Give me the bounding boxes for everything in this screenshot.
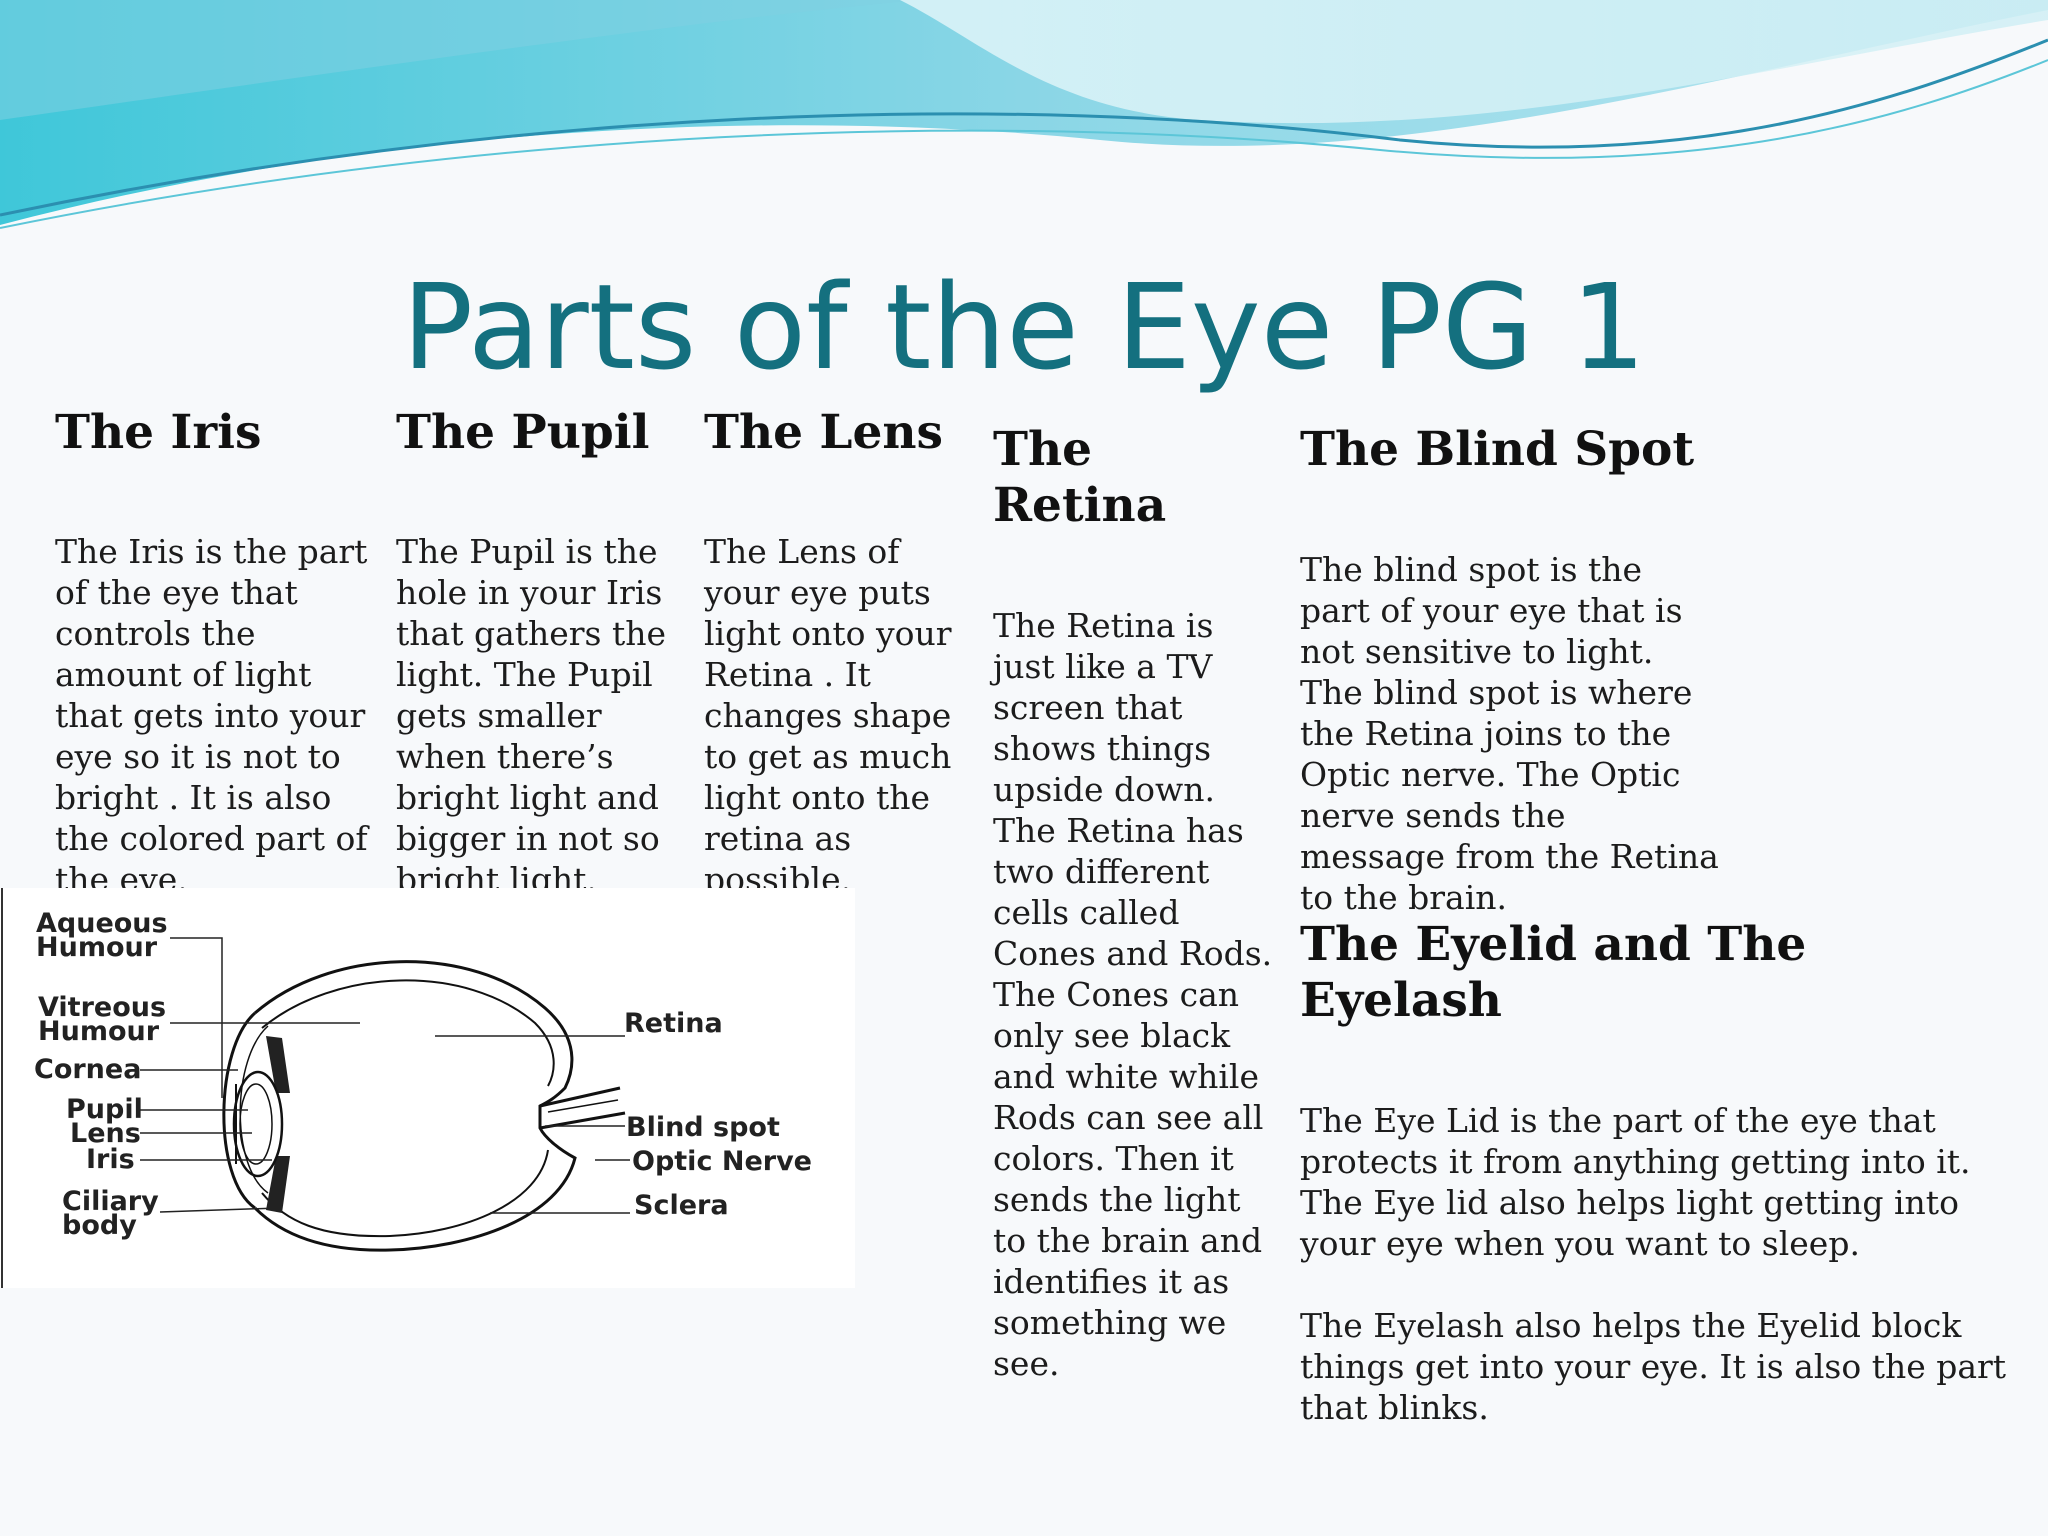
label-iris: Iris xyxy=(86,1144,135,1175)
label-optic-nerve: Optic Nerve xyxy=(632,1146,812,1177)
section-text-eyelid: The Eye Lid is the part of the eye that … xyxy=(1300,1101,1971,1263)
section-text-pupil: The Pupil is the hole in your Iris that … xyxy=(396,532,667,899)
eye-diagram-drawing xyxy=(1,888,630,1288)
label-blind-spot: Blind spot xyxy=(626,1112,780,1143)
label-pupil: Pupil xyxy=(66,1094,143,1125)
label-retina: Retina xyxy=(624,1008,723,1039)
label-sclera: Sclera xyxy=(634,1190,729,1221)
label-aqueous-humour: Aqueous Humour xyxy=(36,908,168,963)
section-heading-blind-spot: The Blind Spot xyxy=(1300,422,1695,477)
label-ciliary-body: Ciliary body xyxy=(62,1186,159,1241)
section-heading-lens: The Lens xyxy=(704,405,943,460)
label-cornea: Cornea xyxy=(34,1054,142,1085)
section-heading-eyelid: The Eyelid and The Eyelash xyxy=(1300,917,1807,1028)
section-text-retina: The Retina is just like a TV screen that… xyxy=(993,606,1273,1383)
header-wave-decoration xyxy=(0,0,2048,229)
section-lens: The Lens The Lens of your eye puts light… xyxy=(704,405,976,900)
section-blind-spot: The Blind Spot The blind spot is the par… xyxy=(1300,422,1720,918)
section-pupil: The Pupil The Pupil is the hole in your … xyxy=(396,405,674,900)
section-heading-retina: The Retina xyxy=(993,422,1167,533)
section-eyelid: The Eyelid and The Eyelash The Eye Lid i… xyxy=(1300,917,2020,1428)
label-vitreous-humour: Vitreous Humour xyxy=(38,992,167,1047)
section-text-blind-spot: The blind spot is the part of your eye t… xyxy=(1300,550,1719,917)
section-text-eyelash: The Eyelash also helps the Eyelid block … xyxy=(1300,1306,2007,1427)
section-heading-iris: The Iris xyxy=(55,405,262,460)
section-iris: The Iris The Iris is the part of the eye… xyxy=(55,405,373,900)
section-text-lens: The Lens of your eye puts light onto you… xyxy=(704,532,952,899)
eye-diagram: Aqueous Humour Vitreous Humour Cornea Pu… xyxy=(0,888,855,1288)
section-text-iris: The Iris is the part of the eye that con… xyxy=(55,532,368,899)
label-lens: Lens xyxy=(70,1118,141,1149)
section-retina: The Retina The Retina is just like a TV … xyxy=(993,422,1278,1384)
section-heading-pupil: The Pupil xyxy=(396,405,650,460)
page-title: Parts of the Eye PG 1 xyxy=(401,258,1646,396)
